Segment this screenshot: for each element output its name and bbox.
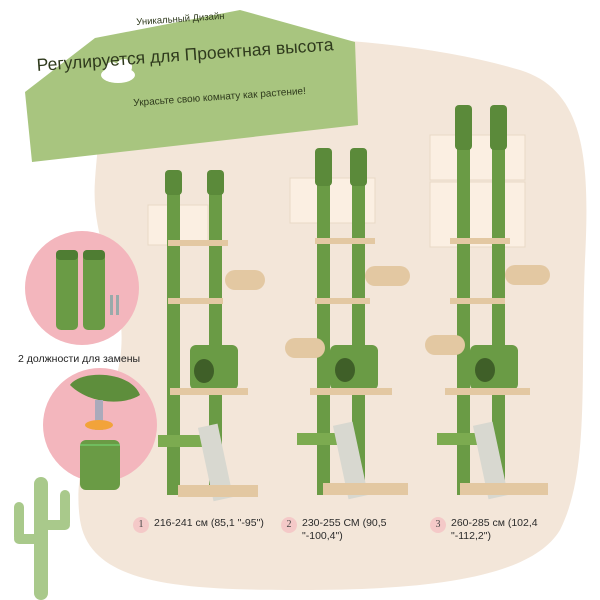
height-option-3-text: 260-285 см (102,4 "-112,2") bbox=[451, 517, 538, 542]
title-banner bbox=[25, 10, 358, 162]
cactus-icon bbox=[14, 477, 70, 600]
height-option-2-text: 230-255 СМ (90,5 "-100,4") bbox=[302, 517, 387, 542]
post-part-right bbox=[83, 250, 105, 330]
height-option-1-text: 216-241 см (85,1 "-95") bbox=[154, 517, 264, 529]
cat-tree-tower-3 bbox=[425, 105, 550, 500]
replacement-label: 2 должности для замены bbox=[18, 353, 141, 365]
height-option-1-number: 1 bbox=[133, 517, 149, 533]
cloud-icon bbox=[101, 59, 135, 83]
cat-tree-tower-2 bbox=[285, 148, 410, 500]
replacement-parts-image bbox=[25, 231, 139, 345]
spring-detail-image bbox=[43, 368, 157, 490]
height-option-3-number: 3 bbox=[430, 517, 446, 533]
height-option-2-number: 2 bbox=[281, 517, 297, 533]
post-part-left bbox=[56, 250, 78, 330]
cat-tree-tower-1 bbox=[147, 170, 265, 502]
